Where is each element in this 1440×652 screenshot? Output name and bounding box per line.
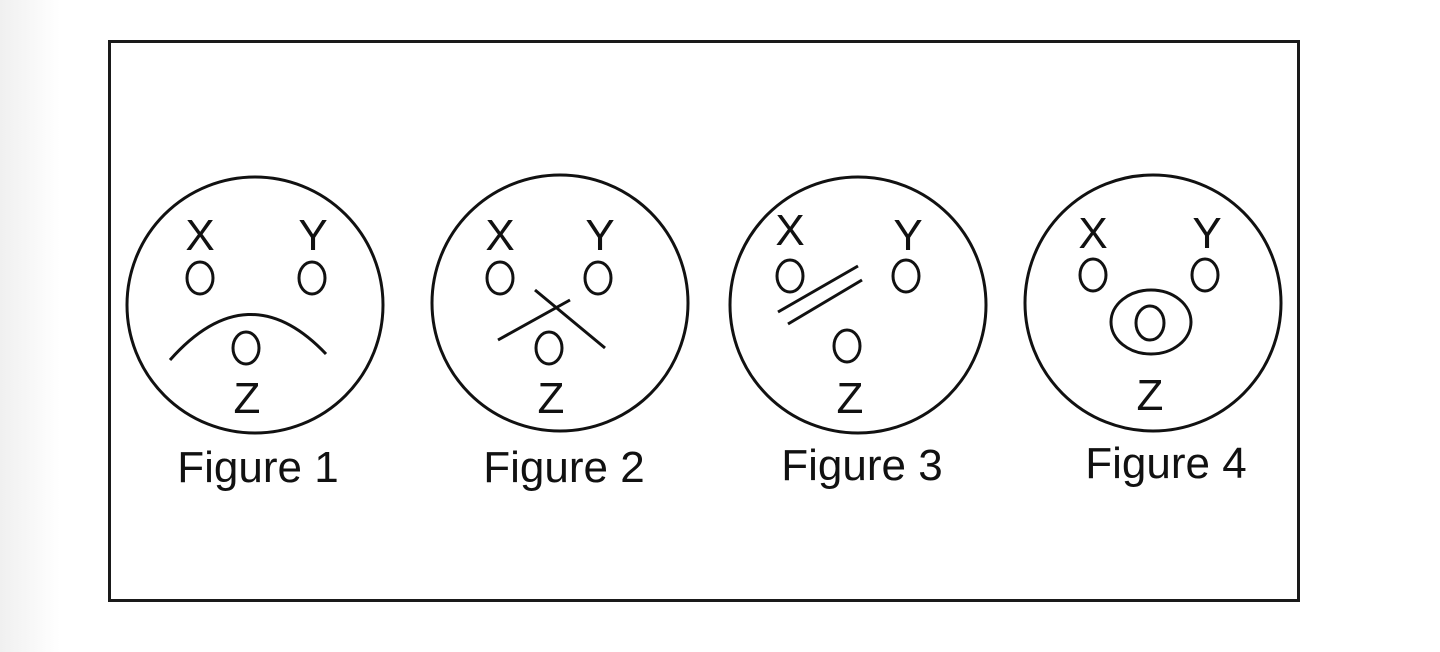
figure-2-left-eye [485, 260, 515, 296]
figure-1-right-eye [297, 260, 327, 296]
figure-2-mouth-circle [534, 330, 564, 366]
figure-3-slash-2 [787, 278, 863, 326]
figure-1-mouth-circle [231, 330, 261, 366]
diagram-frame [108, 40, 1300, 602]
figure-2-label-y: Y [585, 211, 614, 260]
figure-3-caption: Figure 3 [781, 441, 942, 490]
figure-1-label-z: Z [234, 374, 261, 423]
figure-4-mouth-circle [1134, 304, 1166, 342]
figure-1: X Y Z Figure 1 [125, 175, 385, 492]
figure-4-face-circle [1023, 173, 1283, 433]
figure-3-slash-1 [777, 264, 859, 314]
figure-4-left-eye [1078, 257, 1108, 293]
figure-2: X Y Z Figure 2 [430, 173, 690, 492]
figure-1-label-x: X [185, 211, 214, 260]
figure-4-label-x: X [1078, 209, 1107, 258]
figure-2-cross-stroke-2 [534, 288, 606, 350]
figure-4-right-eye [1190, 257, 1220, 293]
figure-4: X Y Z Figure 4 [1023, 173, 1283, 488]
figure-3-right-eye [891, 258, 921, 294]
figure-2-cross-stroke-1 [497, 298, 571, 342]
figure-4-ring [1109, 288, 1193, 356]
figure-3-label-x: X [775, 206, 804, 255]
figure-2-right-eye [583, 260, 613, 296]
figure-3-label-y: Y [893, 211, 922, 260]
figure-1-caption: Figure 1 [177, 443, 338, 492]
figure-3-face-circle [728, 175, 988, 435]
figure-1-left-eye [185, 260, 215, 296]
left-edge-shade [0, 0, 60, 652]
figure-2-label-x: X [485, 211, 514, 260]
figure-3: X Y Z Figure 3 [728, 175, 988, 490]
figure-4-caption: Figure 4 [1085, 439, 1246, 488]
figure-2-label-z: Z [538, 374, 565, 423]
figure-3-mouth-circle [832, 328, 862, 364]
figure-1-frown-arc [168, 312, 328, 361]
figure-1-label-y: Y [298, 211, 327, 260]
figure-3-left-eye [775, 258, 805, 294]
figure-4-label-z: Z [1137, 371, 1164, 420]
figure-4-label-y: Y [1192, 209, 1221, 258]
figure-2-face-circle [430, 173, 690, 433]
figure-3-label-z: Z [837, 374, 864, 423]
figure-1-face-circle [125, 175, 385, 435]
figure-2-caption: Figure 2 [483, 443, 644, 492]
